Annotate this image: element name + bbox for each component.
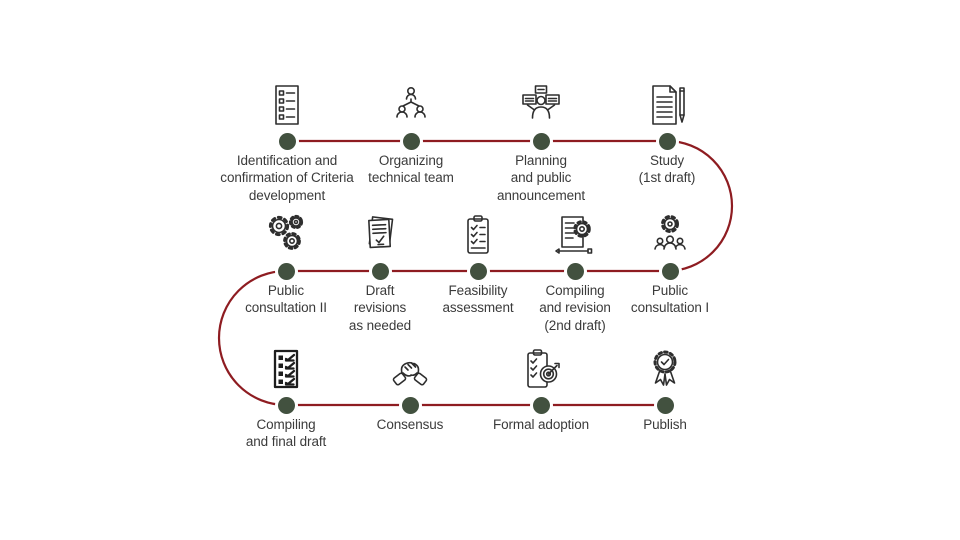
- step-marker-dot: [656, 396, 674, 414]
- handshake-icon: [388, 347, 432, 391]
- step-label: Feasibility assessment: [442, 283, 514, 316]
- people-gear-icon: [648, 213, 692, 257]
- step-marker-dot: [532, 132, 550, 150]
- step-label: Organizing technical team: [368, 153, 454, 186]
- step-marker-dot: [278, 132, 296, 150]
- announcement-icon: [519, 83, 563, 127]
- gears-icon: [264, 213, 308, 257]
- clipboard-target-icon: [519, 347, 563, 391]
- document-pencil-icon: [645, 83, 689, 127]
- bold-checklist-icon: [264, 347, 308, 391]
- step-label: Compiling and revision (2nd draft): [539, 283, 611, 333]
- step-marker-dot: [469, 262, 487, 280]
- step-marker-dot: [402, 132, 420, 150]
- org-chart-icon: [389, 83, 433, 127]
- step-marker-dot: [277, 262, 295, 280]
- step-label: Compiling and final draft: [245, 417, 327, 450]
- award-badge-icon: [643, 347, 687, 391]
- step-marker-dot: [277, 396, 295, 414]
- step-marker-dot: [371, 262, 389, 280]
- step-label: Planning and public announcement: [496, 153, 586, 203]
- step-label: Identification and confirmation of Crite…: [220, 153, 354, 203]
- step-label: Consensus: [376, 417, 444, 432]
- papers-check-icon: [358, 213, 402, 257]
- step-marker-dot: [661, 262, 679, 280]
- step-label: Public consultation I: [630, 283, 710, 316]
- clipboard-checklist-icon: [456, 213, 500, 257]
- step-marker-dot: [566, 262, 584, 280]
- step-marker-dot: [401, 396, 419, 414]
- step-marker-dot: [658, 132, 676, 150]
- step-label: Formal adoption: [492, 417, 590, 432]
- step-label: Study (1st draft): [638, 153, 696, 186]
- step-label: Draft revisions as needed: [348, 283, 412, 333]
- step-label: Public consultation II: [245, 283, 327, 316]
- step-marker-dot: [532, 396, 550, 414]
- step-label: Publish: [643, 417, 687, 432]
- checklist-document-icon: [265, 83, 309, 127]
- document-gear-pencil-icon: [553, 213, 597, 257]
